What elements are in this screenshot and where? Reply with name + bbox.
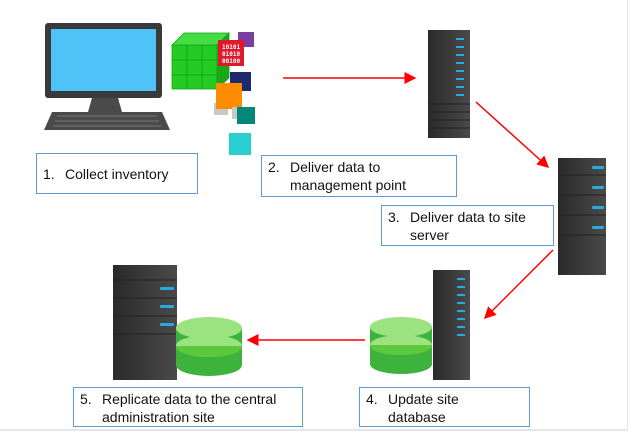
arrow-to-site-server (475, 101, 550, 169)
step-text: Update site database (388, 391, 459, 425)
binary-text: 00100 (222, 58, 240, 65)
step-number: 1. (43, 165, 55, 182)
step-text: Collect inventory (65, 165, 169, 182)
binary-text: 01010 (222, 51, 240, 58)
inventory-data-icon: 10101 01010 00100 (171, 32, 255, 155)
step-5-box: 5. Replicate data to the central adminis… (73, 387, 303, 427)
central-database-icon (176, 317, 242, 376)
computer-icon (44, 23, 170, 130)
site-database-icon (370, 317, 432, 374)
step-text: Deliver data to site server (410, 209, 526, 243)
step-1-box: 1. Collect inventory (36, 153, 198, 194)
central-site-server-icon (113, 265, 177, 380)
step-text: Deliver data to management point (290, 159, 406, 193)
step-number: 3. (388, 209, 400, 225)
site-database-server-icon (433, 270, 470, 380)
step-number: 5. (80, 391, 92, 407)
management-point-server-icon (428, 30, 470, 138)
site-server-icon (558, 158, 606, 275)
diagram-frame (0, 0, 628, 431)
binary-text: 10101 (222, 44, 240, 51)
arrow-to-site-database (483, 249, 554, 320)
step-text: Replicate data to the central administra… (102, 391, 277, 425)
step-2-box: 2. Deliver data to management point (261, 155, 457, 197)
step-4-box: 4. Update site database (359, 387, 530, 427)
step-number: 4. (366, 391, 378, 407)
step-number: 2. (268, 159, 280, 175)
step-3-box: 3. Deliver data to site server (381, 205, 554, 246)
